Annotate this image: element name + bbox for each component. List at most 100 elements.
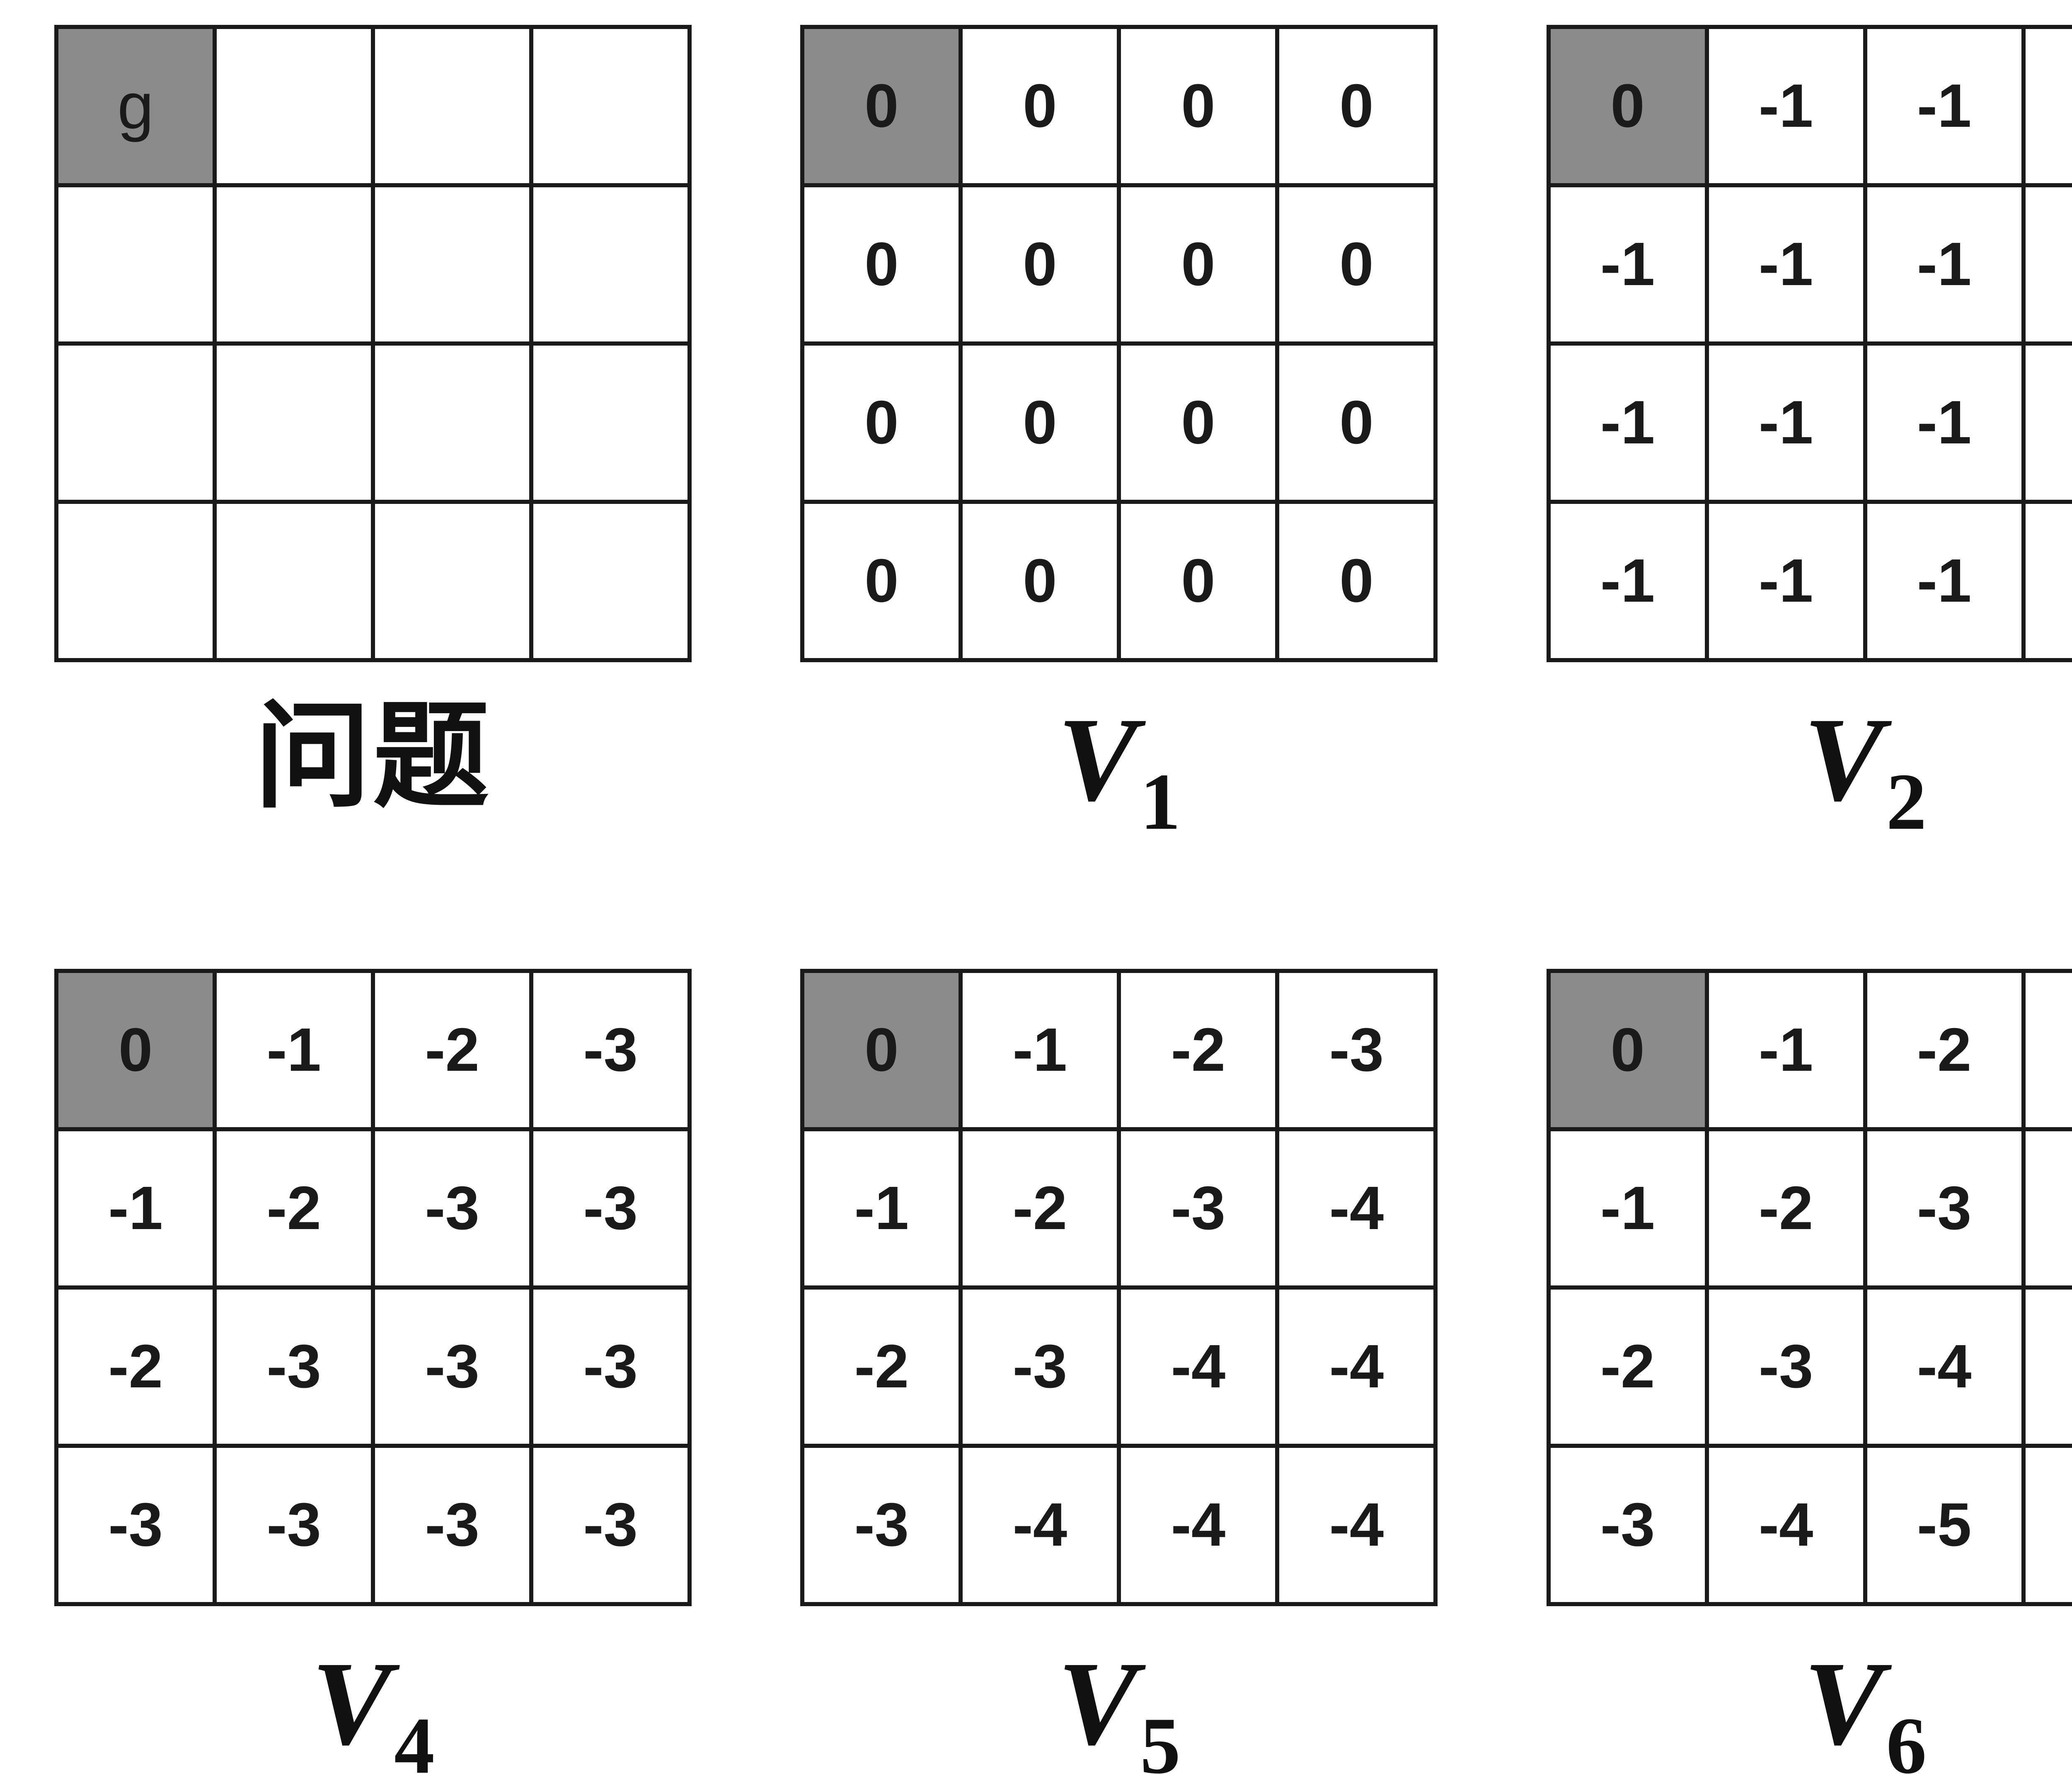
grid-cell: -3 — [529, 969, 692, 1131]
grid-cell: -4 — [1704, 1444, 1867, 1606]
grid-cell: -3 — [1275, 969, 1438, 1131]
grid-cell: -1 — [2021, 341, 2072, 504]
grid-cell: 0 — [1275, 25, 1438, 187]
grid-cell: -2 — [1117, 969, 1280, 1131]
value-grid-v5: 0 -1 -2 -3 -1 -2 -3 -4 -2 -3 -4 -4 -3 -4… — [800, 969, 1438, 1606]
grid-cell — [54, 183, 217, 346]
grid-cell — [213, 25, 375, 187]
grid-cell: 0 — [800, 183, 963, 346]
grid-cell — [371, 341, 534, 504]
grid-cell: -5 — [2021, 1444, 2072, 1606]
grid-cell — [371, 183, 534, 346]
grid-cell: -4 — [1863, 1285, 2026, 1448]
panel-v6: 0 -1 -2 -3 -1 -2 -3 -4 -2 -3 -4 -5 -3 -4… — [1492, 969, 2072, 1774]
grid-cell: 0 — [1275, 500, 1438, 662]
value-grid-v1: 0 0 0 0 0 0 0 0 0 0 0 0 0 0 0 0 — [800, 25, 1438, 662]
grid-cell: -3 — [529, 1285, 692, 1448]
v-label-subscript: 4 — [394, 1701, 435, 1774]
grid-cell: -1 — [1704, 969, 1867, 1131]
v-label-base: V — [1057, 1637, 1138, 1770]
grid-cell: 0 — [1275, 341, 1438, 504]
grid-cell: -1 — [1704, 500, 1867, 662]
grid-cell: -1 — [54, 1127, 217, 1290]
v-label-base: V — [1057, 693, 1138, 826]
grid-cell: 0 — [800, 341, 963, 504]
grid-cell: -3 — [1704, 1285, 1867, 1448]
grid-cell: -1 — [1863, 25, 2026, 187]
problem-label-text: 问题 — [254, 693, 492, 822]
grid-cell — [371, 25, 534, 187]
grid-cell: -1 — [1704, 183, 1867, 346]
value-grid-v6: 0 -1 -2 -3 -1 -2 -3 -4 -2 -3 -4 -5 -3 -4… — [1546, 969, 2072, 1606]
panel-v1: 0 0 0 0 0 0 0 0 0 0 0 0 0 0 0 0 — [746, 25, 1492, 853]
grid-cell: -2 — [54, 1285, 217, 1448]
grid-cell: -1 — [1546, 1127, 1709, 1290]
grid-cell: -3 — [1546, 1444, 1709, 1606]
grid-cell: -3 — [54, 1444, 217, 1606]
v-label-base: V — [1803, 693, 1884, 826]
grid-cell: -3 — [371, 1444, 534, 1606]
grid-cell: -2 — [959, 1127, 1121, 1290]
goal-cell: 0 — [54, 969, 217, 1131]
panel-label-problem: 问题 — [254, 699, 491, 853]
grid-cell: -1 — [2021, 500, 2072, 662]
v-label-base: V — [1803, 1637, 1884, 1770]
grid-cell — [371, 500, 534, 662]
panel-v4: 0 -1 -2 -3 -1 -2 -3 -3 -2 -3 -3 -3 -3 -3… — [0, 969, 746, 1774]
grid-cell: -2 — [213, 1127, 375, 1290]
grid-cell: -5 — [1863, 1444, 2026, 1606]
grid-cell: -2 — [1704, 1127, 1867, 1290]
grid-cell: -1 — [2021, 25, 2072, 187]
grid-cell: -3 — [529, 1444, 692, 1606]
grid-cell: -3 — [800, 1444, 963, 1606]
grid-cell: -3 — [529, 1127, 692, 1290]
grid-cell: 0 — [1275, 183, 1438, 346]
grid-cell: -3 — [1117, 1127, 1280, 1290]
grid-cell: -1 — [1704, 25, 1867, 187]
grid-cell: -4 — [2021, 1127, 2072, 1290]
grid-cell: 0 — [959, 183, 1121, 346]
grid-cell: -2 — [800, 1285, 963, 1448]
grid-cell: -4 — [1117, 1444, 1280, 1606]
grid-cell: -1 — [1863, 341, 2026, 504]
v-label-subscript: 1 — [1140, 757, 1181, 847]
grid-cell: -4 — [1275, 1127, 1438, 1290]
grid-cell: -4 — [959, 1444, 1121, 1606]
grid-cell: -1 — [800, 1127, 963, 1290]
grid-cell: -1 — [213, 969, 375, 1131]
v-label-subscript: 5 — [1140, 1701, 1181, 1774]
grid-cell: 0 — [1117, 341, 1280, 504]
grid-cell: -3 — [371, 1127, 534, 1290]
grid-cell — [529, 25, 692, 187]
grid-cell: -3 — [213, 1285, 375, 1448]
goal-cell: g — [54, 25, 217, 187]
value-grid-v2: 0 -1 -1 -1 -1 -1 -1 -1 -1 -1 -1 -1 -1 -1… — [1546, 25, 2072, 662]
grid-cell: -1 — [2021, 183, 2072, 346]
grid-cell — [529, 341, 692, 504]
grid-cell: 0 — [959, 341, 1121, 504]
grid-cell: -5 — [2021, 1285, 2072, 1448]
grid-cell: -4 — [1117, 1285, 1280, 1448]
grid-cell: -3 — [1863, 1127, 2026, 1290]
grid-cell: -3 — [213, 1444, 375, 1606]
grid-cell: -2 — [1546, 1285, 1709, 1448]
grid-cell: 0 — [1117, 183, 1280, 346]
grid-cell: -1 — [1546, 500, 1709, 662]
grid-cell: 0 — [1117, 25, 1280, 187]
grid-cell: -1 — [1863, 183, 2026, 346]
grid-cell — [213, 500, 375, 662]
grid-cell — [529, 500, 692, 662]
grid-cell: 0 — [800, 500, 963, 662]
grid-cell: -3 — [959, 1285, 1121, 1448]
grid-cell — [529, 183, 692, 346]
grid-cell — [213, 341, 375, 504]
value-grid-v4: 0 -1 -2 -3 -1 -2 -3 -3 -2 -3 -3 -3 -3 -3… — [54, 969, 692, 1606]
v-label-subscript: 6 — [1886, 1701, 1927, 1774]
grid-cell: 0 — [959, 25, 1121, 187]
v-label-subscript: 2 — [1886, 757, 1927, 847]
goal-cell: 0 — [800, 25, 963, 187]
